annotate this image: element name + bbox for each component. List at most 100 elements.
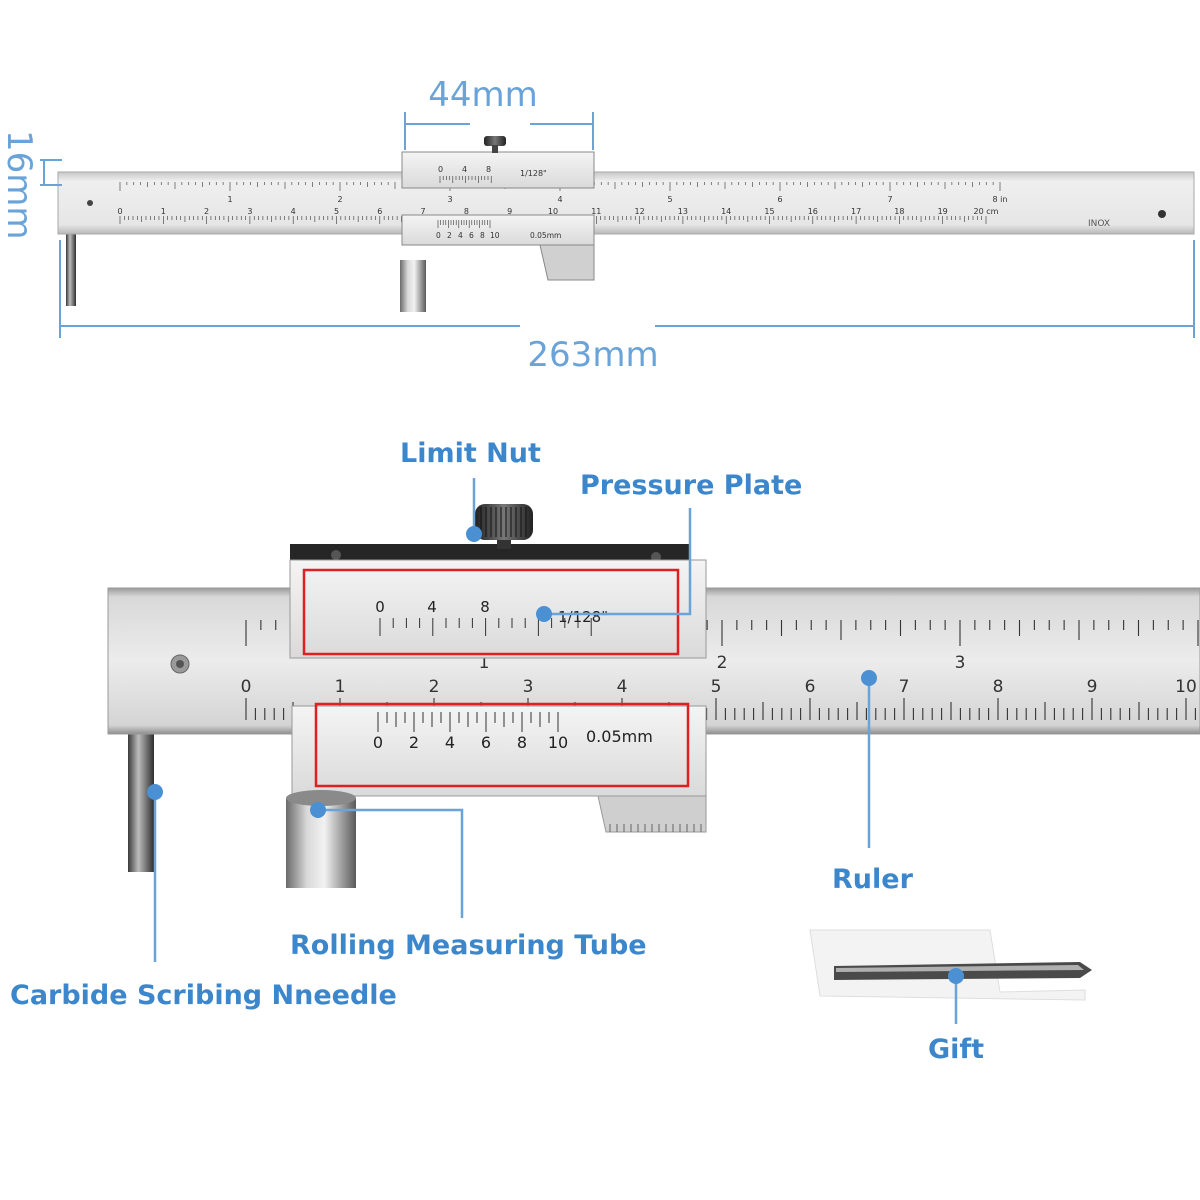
label-pressure-plate: Pressure Plate: [580, 470, 802, 501]
top-vernier-10: 10: [490, 231, 500, 240]
detail-cm-number: 10: [1175, 677, 1197, 697]
top-cm-number: 20 cm: [974, 207, 999, 216]
top-cm-number: 12: [635, 207, 645, 216]
detail-cm-number: 5: [711, 677, 722, 697]
top-slider-lower: [401, 214, 595, 246]
detail-vernier-6: 6: [481, 733, 491, 752]
top-vernier-4: 4: [458, 231, 463, 240]
dimension-263mm: 263mm: [527, 335, 658, 375]
top-cm-number: 18: [894, 207, 904, 216]
detail-limit-nut: [475, 504, 533, 540]
label-gift: Gift: [928, 1034, 984, 1065]
detail-slider-top-bar: [290, 544, 690, 562]
top-cm-number: 4: [291, 207, 296, 216]
top-inch-number: 7: [887, 195, 892, 204]
top-inch-number: 6: [777, 195, 782, 204]
highlight-vernier-scale: [314, 702, 690, 788]
highlight-inch-scale: [302, 568, 680, 656]
detail-vernier-10: 10: [548, 733, 568, 752]
detail-inch-number: 1: [479, 653, 490, 673]
detail-inch-number: 3: [955, 653, 966, 673]
top-cm-number: 14: [721, 207, 731, 216]
detail-slider-jaw: [597, 795, 707, 833]
detail-inch-number: 2: [717, 653, 728, 673]
top-cm-number: 17: [851, 207, 861, 216]
detail-cm-number: 0: [241, 677, 252, 697]
dimension-lines: [40, 112, 1195, 338]
detail-pressure-plate: [289, 559, 707, 659]
detail-vernier-plate: [291, 705, 707, 797]
detail-needle: [128, 732, 154, 872]
detail-ruler-numbers: 0 1 2 3 4 5 6 7 8 9 10 1 2 3: [241, 653, 1197, 697]
top-inch-number: 5: [667, 195, 672, 204]
detail-cm-number: 1: [335, 677, 346, 697]
label-limit-nut: Limit Nut: [400, 438, 541, 469]
detail-cm-number: 9: [1087, 677, 1098, 697]
top-cm-number: 15: [764, 207, 774, 216]
callout-dots: [147, 526, 964, 984]
top-slider-fraction: 1/128": [520, 169, 547, 178]
dimension-16mm: 16mm: [0, 130, 39, 240]
callout-lines: [153, 478, 958, 1024]
top-vernier-8: 8: [480, 231, 485, 240]
detail-vernier-0: 0: [373, 733, 383, 752]
top-cm-number: 16: [808, 207, 818, 216]
top-cm-number: 10: [548, 207, 558, 216]
detail-slider-ticks: [377, 618, 592, 732]
top-vernier-resolution: 0.05mm: [530, 231, 561, 240]
top-cm-number: 11: [591, 207, 601, 216]
detail-inch-8: 8: [480, 598, 490, 616]
detail-cm-number: 4: [617, 677, 628, 697]
top-needle: [66, 232, 76, 306]
top-vernier-2: 2: [447, 231, 452, 240]
top-slider-ticks: [437, 176, 492, 228]
top-vernier-0: 0: [436, 231, 441, 240]
detail-vernier-4: 4: [445, 733, 455, 752]
top-cm-number: 5: [334, 207, 339, 216]
top-vernier-6: 6: [469, 231, 474, 240]
top-limit-nut: [484, 136, 506, 146]
top-cm-number: 19: [938, 207, 948, 216]
gift-item: [809, 929, 1092, 1001]
top-inch-number: 4: [557, 195, 562, 204]
material-mark: INOX: [1088, 219, 1110, 229]
top-cm-number: 9: [507, 207, 512, 216]
label-ruler: Ruler: [832, 864, 914, 895]
detail-cm-number: 3: [523, 677, 534, 697]
detail-cm-number: 7: [899, 677, 910, 697]
top-cm-number: 0: [117, 207, 122, 216]
detail-vernier-2: 2: [409, 733, 419, 752]
limit-nut-knurl: [480, 507, 527, 537]
detail-vernier-resolution: 0.05mm: [586, 727, 653, 746]
detail-inch-4: 4: [427, 598, 437, 616]
top-inch-number: 8 in: [993, 195, 1008, 204]
detail-cm-number: 2: [429, 677, 440, 697]
top-beam-hole: [87, 200, 93, 206]
top-cm-number: 8: [464, 207, 469, 216]
detail-cm-number: 6: [805, 677, 816, 697]
detail-inch-0: 0: [375, 598, 385, 616]
detail-caliper: 0 1 2 3 4 5 6 7 8 9 10 1 2 3 0 4 8 1/128" 0 2 4 6 8 1…: [107, 504, 1200, 888]
top-slider-inch-4: 4: [462, 165, 467, 174]
slider-jaw-teeth: [609, 824, 702, 832]
top-slider-jaw: [539, 244, 595, 281]
top-cm-number: 1: [161, 207, 166, 216]
top-rolling-tube: [400, 260, 426, 312]
top-cm-number: 2: [204, 207, 209, 216]
top-cm-number: 3: [247, 207, 252, 216]
top-slider-inch-8: 8: [486, 165, 491, 174]
detail-inch-fraction: 1/128": [558, 608, 608, 626]
top-slider-inch-0: 0: [438, 165, 443, 174]
top-inch-number: 3: [447, 195, 452, 204]
top-cm-number: 7: [421, 207, 426, 216]
top-inch-number: 1: [227, 195, 232, 204]
detail-cm-number: 8: [993, 677, 1004, 697]
label-scribing-needle: Carbide Scribing Nneedle: [10, 980, 397, 1011]
top-beam: [57, 171, 1195, 235]
top-beam-hole-right: [1158, 210, 1166, 218]
dimension-44mm: 44mm: [428, 75, 538, 115]
label-rolling-tube: Rolling Measuring Tube: [290, 930, 647, 961]
